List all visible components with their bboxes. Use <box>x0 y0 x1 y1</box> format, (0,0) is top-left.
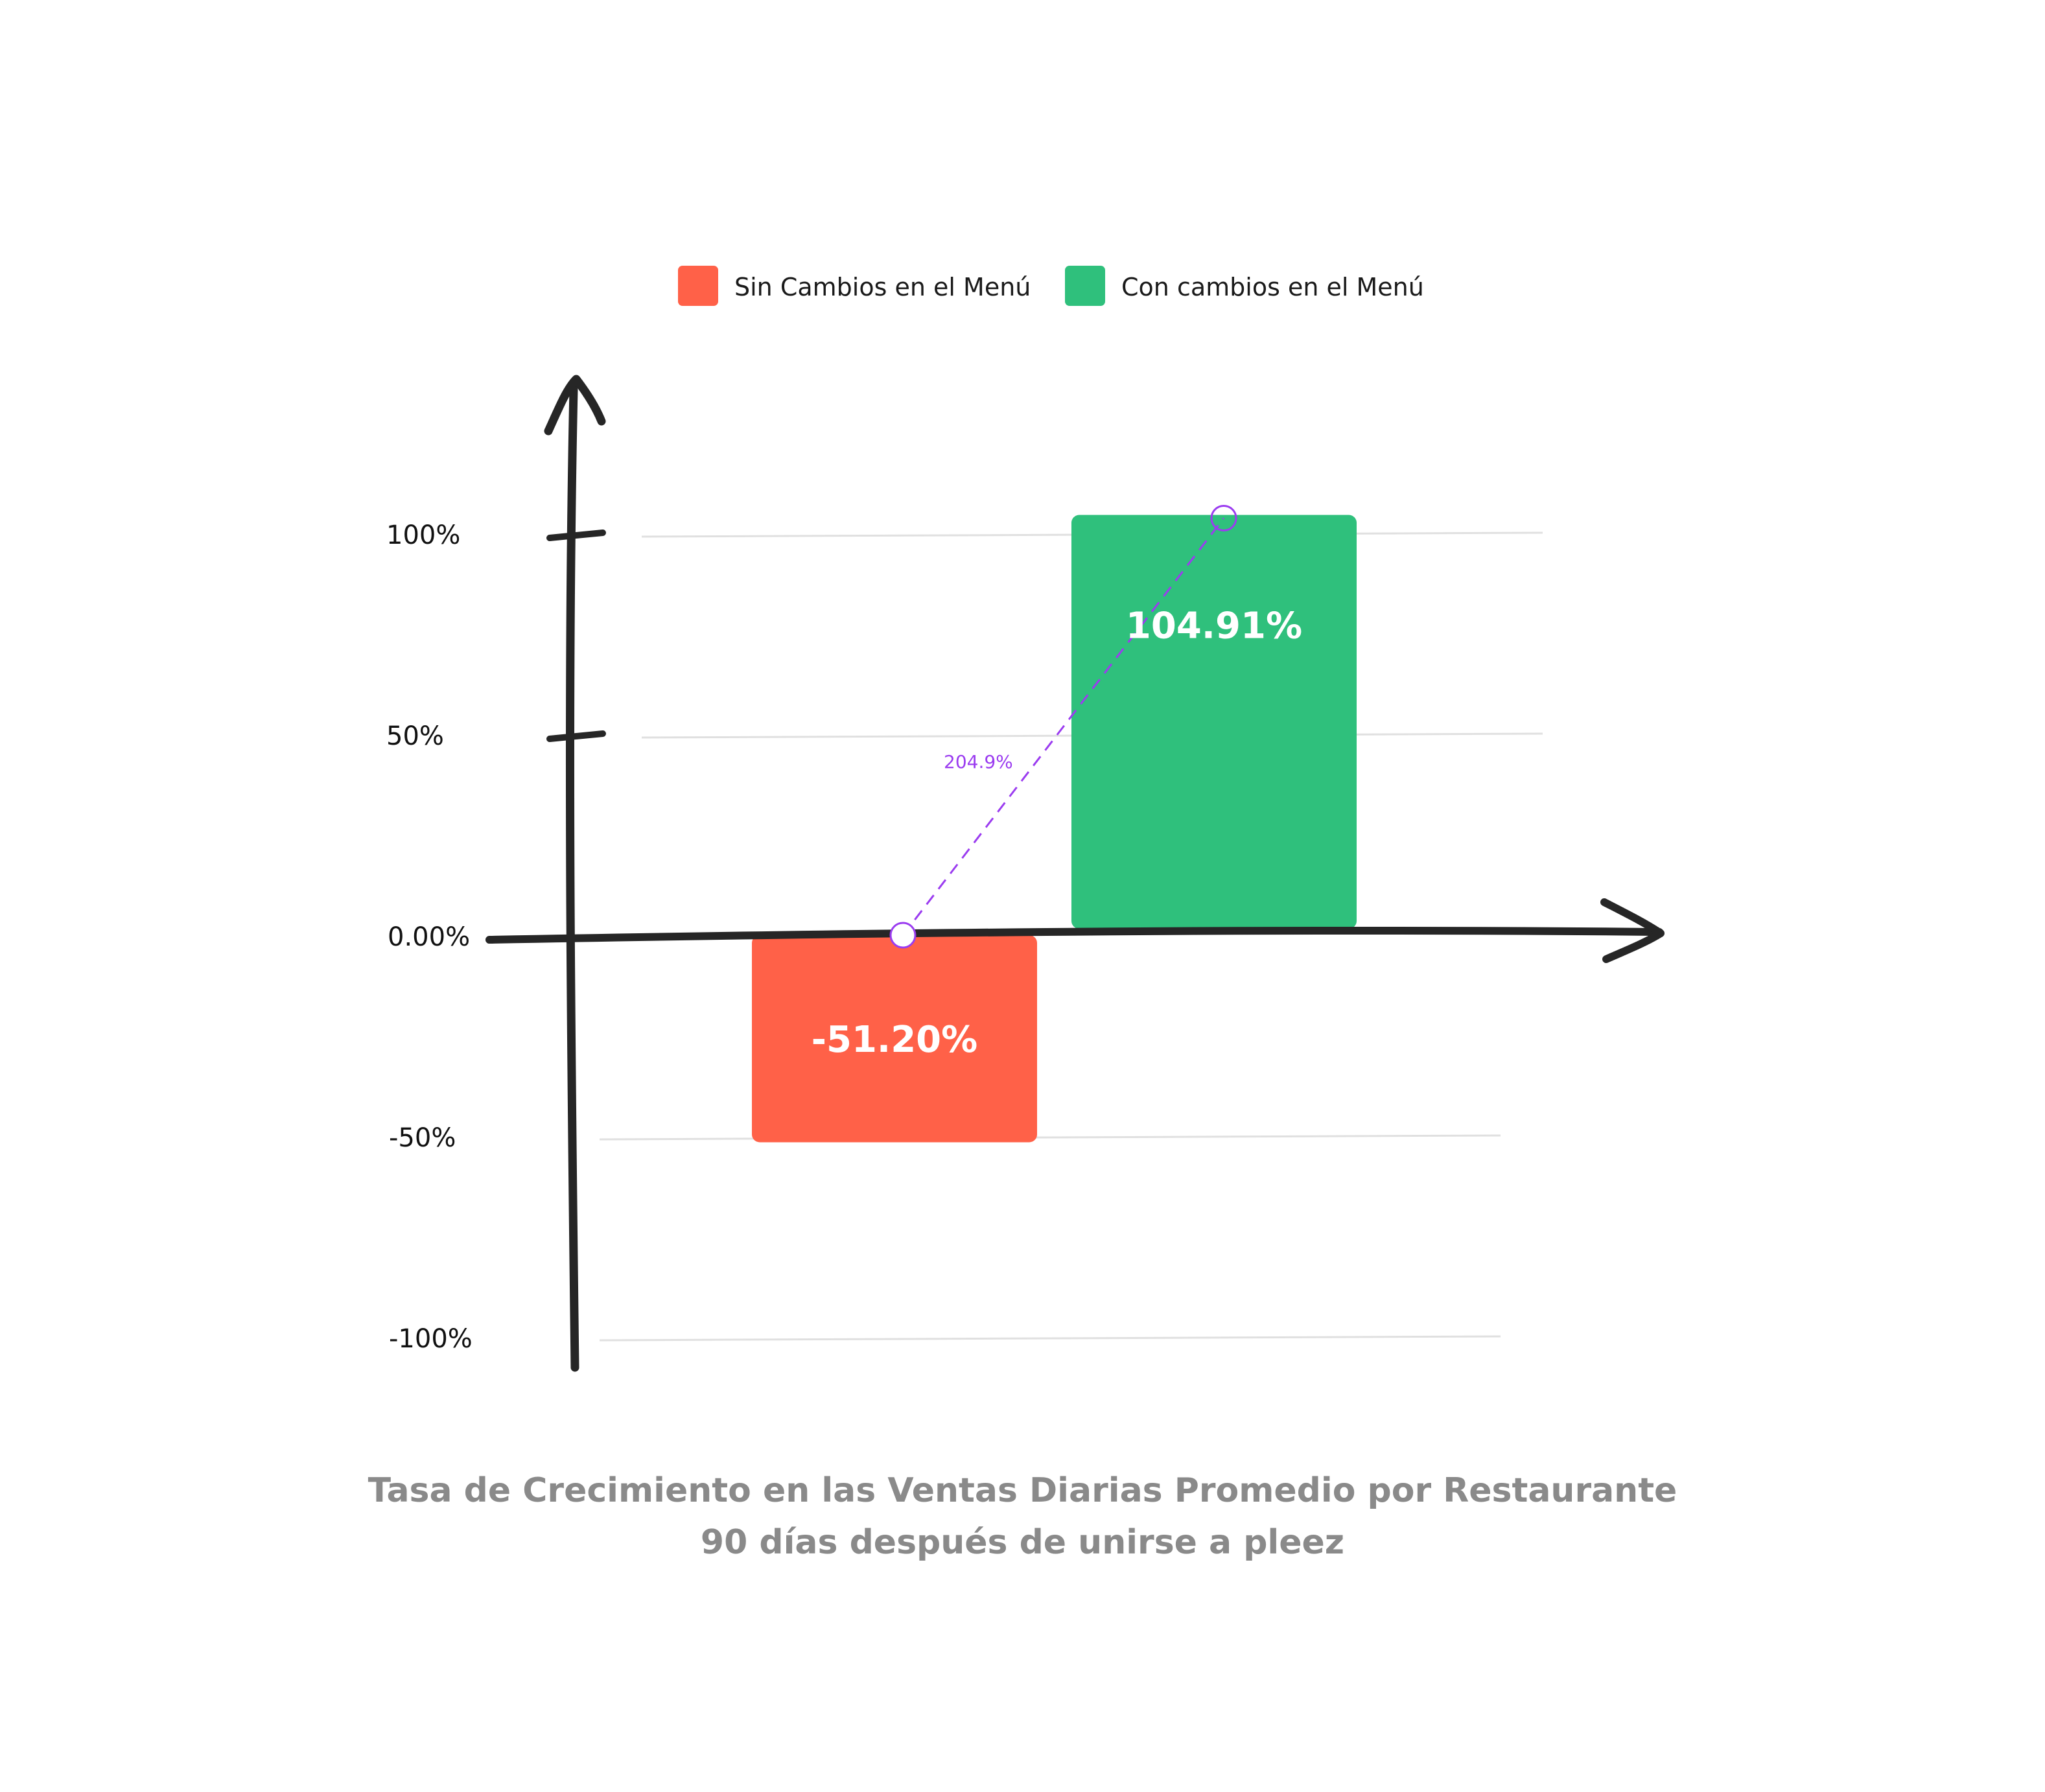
y-axis-arrowhead <box>544 375 606 436</box>
bar-value-label-2: 104.91% <box>1126 605 1302 647</box>
bar-labels: -51.20% 104.91% <box>812 605 1302 1061</box>
difference-annotation: 204.9% <box>889 505 1237 949</box>
legend-swatch-2 <box>1065 266 1105 306</box>
bar-2 <box>1071 515 1357 929</box>
chart-title: Tasa de Crecimiento en las Ventas Diaria… <box>368 1471 1677 1510</box>
chart-subtitle: 90 días después de unirse a pleez <box>700 1523 1345 1562</box>
y-tick-label: 0.00% <box>388 922 470 952</box>
y-tick-label: 50% <box>386 721 444 751</box>
legend-label-2: Con cambios en el Menú <box>1121 273 1424 301</box>
y-axis-ticks: 100% 50% 0.00% -50% -100% <box>386 520 606 1354</box>
x-axis-line <box>485 926 1663 944</box>
legend-label-1: Sin Cambios en el Menú <box>734 273 1031 301</box>
difference-label: 204.9% <box>944 751 1013 773</box>
difference-end-marker <box>1210 505 1237 532</box>
y-tick-label: 100% <box>386 520 460 550</box>
difference-connector-line <box>902 517 1225 936</box>
gridline <box>599 1134 1501 1141</box>
difference-start-marker <box>889 922 917 949</box>
x-axis-arrowhead <box>1600 898 1665 963</box>
gridline <box>599 1335 1501 1342</box>
legend-swatch-1 <box>678 266 718 306</box>
bar-value-label-1: -51.20% <box>812 1019 977 1061</box>
bars <box>752 515 1357 1143</box>
y-tick-label: -100% <box>389 1324 473 1354</box>
y-tick-label: -50% <box>389 1123 456 1153</box>
y-tick-mark <box>546 730 606 742</box>
bar-1 <box>752 935 1037 1143</box>
y-tick-mark <box>546 529 606 541</box>
legend: Sin Cambios en el Menú Con cambios en el … <box>678 266 1424 306</box>
